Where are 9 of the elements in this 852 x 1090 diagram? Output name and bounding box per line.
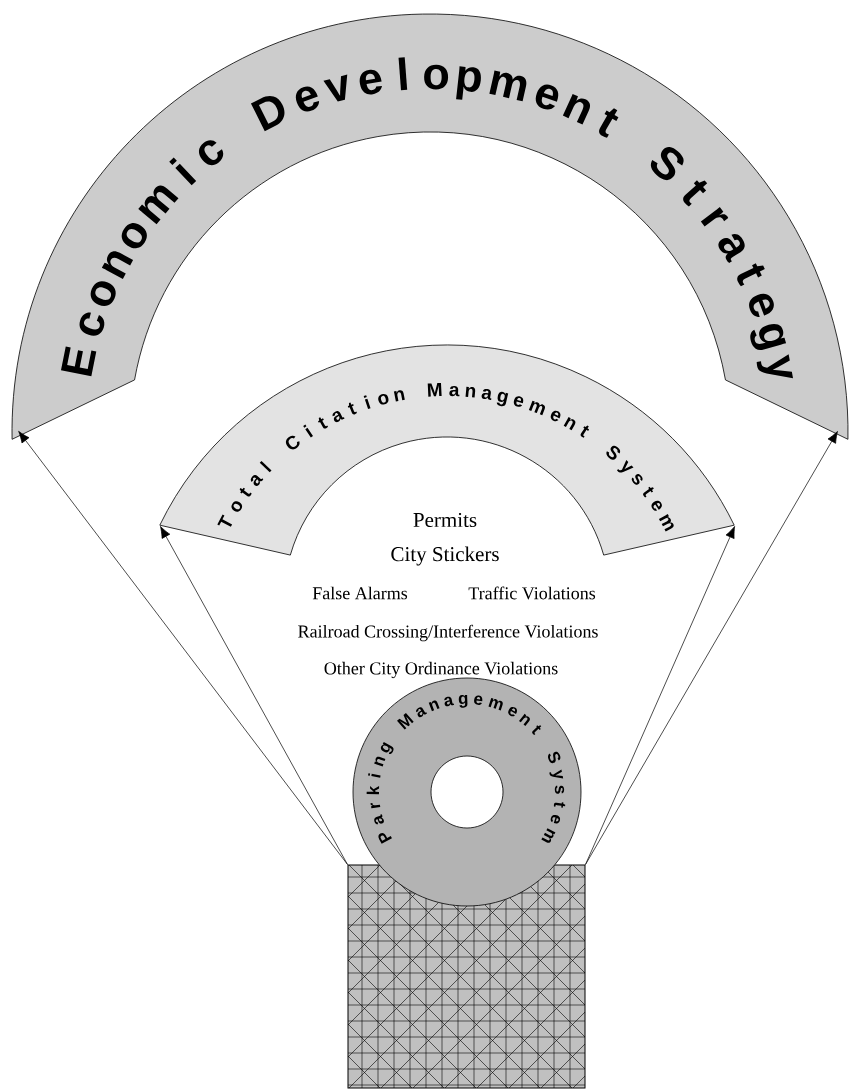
arrow xyxy=(160,526,348,865)
list-item: Railroad Crossing/Interference Violations xyxy=(298,624,598,642)
arrow xyxy=(585,431,838,865)
arrow xyxy=(18,430,348,865)
list-item: False Alarms xyxy=(312,586,408,600)
hatched-block xyxy=(347,864,586,1089)
disc-drawing: Parking Management System xyxy=(352,677,582,907)
list-item: Traffic Violations xyxy=(468,586,596,600)
list-item: Permits xyxy=(413,512,477,528)
